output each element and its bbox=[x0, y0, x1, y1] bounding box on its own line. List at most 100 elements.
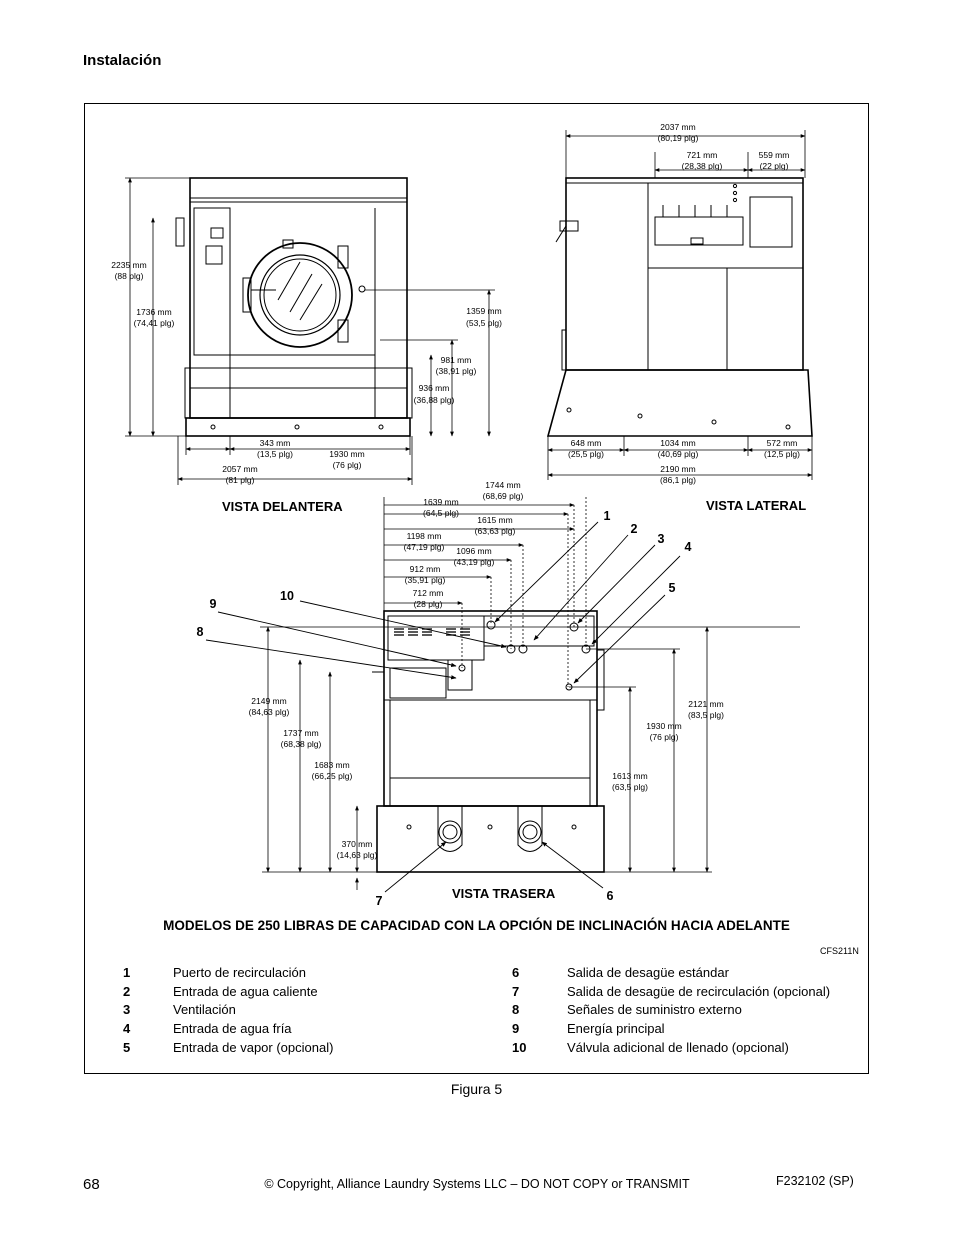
rear-dim-1639-in: (64,5 plg) bbox=[423, 508, 459, 518]
front-dim-981-mm: 981 mm bbox=[441, 355, 472, 365]
side-dim-559-mm: 559 mm bbox=[759, 150, 790, 160]
front-view-dimension-lines bbox=[125, 177, 495, 485]
legend-text: Puerto de recirculación bbox=[173, 965, 306, 980]
front-view-label: VISTA DELANTERA bbox=[222, 499, 343, 514]
legend-number: 1 bbox=[123, 965, 131, 980]
legend-text: Entrada de agua caliente bbox=[173, 983, 318, 999]
legend-item: 5 Entrada de vapor (opcional) bbox=[123, 1039, 333, 1058]
front-dim-2057-mm: 2057 mm bbox=[222, 464, 257, 474]
callout-7: 7 bbox=[376, 894, 383, 908]
front-dim-1736-in: (74,41 plg) bbox=[134, 318, 175, 328]
rear-dim-2121-mm: 2121 mm bbox=[688, 699, 723, 709]
side-dim-2037-mm: 2037 mm bbox=[660, 122, 695, 132]
rear-dim-1737-mm: 1737 mm bbox=[283, 728, 318, 738]
legend-number: 9 bbox=[512, 1021, 520, 1037]
legend-number: 2 bbox=[123, 983, 131, 999]
front-dim-343-in: (13,5 plg) bbox=[257, 449, 293, 459]
side-view-machine bbox=[546, 177, 813, 437]
front-dim-1930-in: (76 plg) bbox=[333, 460, 362, 470]
rear-dim-2149-in: (84,63 plg) bbox=[249, 707, 290, 717]
front-dim-936-mm: 936 mm bbox=[419, 383, 450, 393]
side-dim-1034-in: (40,69 plg) bbox=[658, 449, 699, 459]
legend-number: 3 bbox=[123, 1002, 131, 1018]
rear-dim-1930-in: (76 plg) bbox=[650, 732, 679, 742]
rear-view-dimension-lines bbox=[260, 497, 800, 890]
legend-number: 5 bbox=[123, 1039, 131, 1055]
front-dim-1359-mm: 1359 mm bbox=[466, 306, 501, 316]
rear-dim-712-mm: 712 mm bbox=[413, 588, 444, 598]
front-dim-343-mm: 343 mm bbox=[260, 438, 291, 448]
legend-number: 4 bbox=[123, 1021, 131, 1037]
rear-dim-1613-in: (63,5 plg) bbox=[612, 782, 648, 792]
rear-dim-1198-in: (47,19 plg) bbox=[404, 542, 445, 552]
callout-leader-lines bbox=[205, 521, 681, 893]
callout-10: 10 bbox=[280, 589, 294, 603]
callout-4: 4 bbox=[685, 540, 692, 554]
rear-dim-1613-mm: 1613 mm bbox=[612, 771, 647, 781]
front-dim-936-in: (36,88 plg) bbox=[414, 395, 455, 405]
callout-8: 8 bbox=[197, 625, 204, 639]
page-number: 68 bbox=[83, 1176, 100, 1193]
rear-view-machine bbox=[372, 610, 605, 873]
side-dim-2190-in: (86,1 plg) bbox=[660, 475, 696, 485]
side-dim-572-in: (12,5 plg) bbox=[764, 449, 800, 459]
rear-dim-1639-mm: 1639 mm bbox=[423, 497, 458, 507]
rear-dim-1744-mm: 1744 mm bbox=[485, 480, 520, 490]
side-view-label: VISTA LATERAL bbox=[706, 498, 806, 513]
rear-dim-912-in: (35,91 plg) bbox=[405, 575, 446, 585]
legend-text: Señales de suministro externo bbox=[567, 1002, 742, 1018]
rear-dim-1683-mm: 1683 mm bbox=[314, 760, 349, 770]
callout-9: 9 bbox=[210, 597, 217, 611]
rear-dim-1096-mm: 1096 mm bbox=[456, 546, 491, 556]
rear-dim-2121-in: (83,5 plg) bbox=[688, 710, 724, 720]
legend-item: 8 Señales de suministro externo bbox=[512, 1001, 830, 1020]
rear-dim-712-in: (28 plg) bbox=[414, 599, 443, 609]
legend-item: 4 Entrada de agua fría bbox=[123, 1020, 333, 1039]
section-title: Instalación bbox=[83, 52, 162, 69]
rear-dim-370-in: (14,63 plg) bbox=[337, 850, 378, 860]
rear-dim-1683-in: (66,25 plg) bbox=[312, 771, 353, 781]
legend-text: Entrada de vapor (opcional) bbox=[173, 1039, 334, 1055]
rear-dim-1096-in: (43,19 plg) bbox=[454, 557, 495, 567]
side-dim-572-mm: 572 mm bbox=[767, 438, 798, 448]
side-dim-2190-mm: 2190 mm bbox=[660, 464, 695, 474]
front-dim-2235-in: (88 plg) bbox=[115, 271, 144, 281]
copyright-notice: © Copyright, Alliance Laundry Systems LL… bbox=[264, 1177, 690, 1191]
callout-3: 3 bbox=[658, 532, 665, 546]
legend-item: 1 Puerto de recirculación bbox=[123, 964, 333, 983]
rear-dim-1930-mm: 1930 mm bbox=[646, 721, 681, 731]
callout-2: 2 bbox=[631, 522, 638, 536]
figure-heading: MODELOS DE 250 LIBRAS DE CAPACIDAD CON L… bbox=[163, 918, 790, 933]
document-id: F232102 (SP) bbox=[776, 1174, 854, 1188]
figure-caption: Figura 5 bbox=[450, 1081, 503, 1097]
callout-1: 1 bbox=[604, 509, 611, 523]
side-dim-1034-mm: 1034 mm bbox=[660, 438, 695, 448]
legend-item: 2 Entrada de agua caliente bbox=[123, 983, 333, 1002]
side-dim-2037-in: (80,19 plg) bbox=[658, 133, 699, 143]
legend-text: Válvula adicional de llenado (opcional) bbox=[567, 1039, 789, 1055]
front-dim-1930-mm: 1930 mm bbox=[329, 449, 364, 459]
rear-view-label: VISTA TRASERA bbox=[452, 886, 556, 901]
legend-number: 6 bbox=[512, 965, 520, 980]
rear-dim-912-mm: 912 mm bbox=[410, 564, 441, 574]
figure-frame bbox=[84, 103, 869, 1074]
rear-dim-1744-in: (68,69 plg) bbox=[483, 491, 524, 501]
legend-number: 7 bbox=[512, 983, 520, 999]
front-dim-1736-mm: 1736 mm bbox=[136, 307, 171, 317]
rear-dim-370-mm: 370 mm bbox=[342, 839, 373, 849]
rear-dim-1615-in: (63,63 plg) bbox=[475, 526, 516, 536]
rear-dim-1198-mm: 1198 mm bbox=[407, 531, 442, 541]
drawing-code: CFS211N bbox=[820, 946, 859, 956]
legend-number: 10 bbox=[512, 1039, 527, 1055]
legend-text: Entrada de agua fría bbox=[173, 1021, 292, 1037]
side-dim-721-mm: 721 mm bbox=[687, 150, 718, 160]
callout-5: 5 bbox=[669, 581, 676, 595]
legend-number: 8 bbox=[512, 1002, 520, 1018]
